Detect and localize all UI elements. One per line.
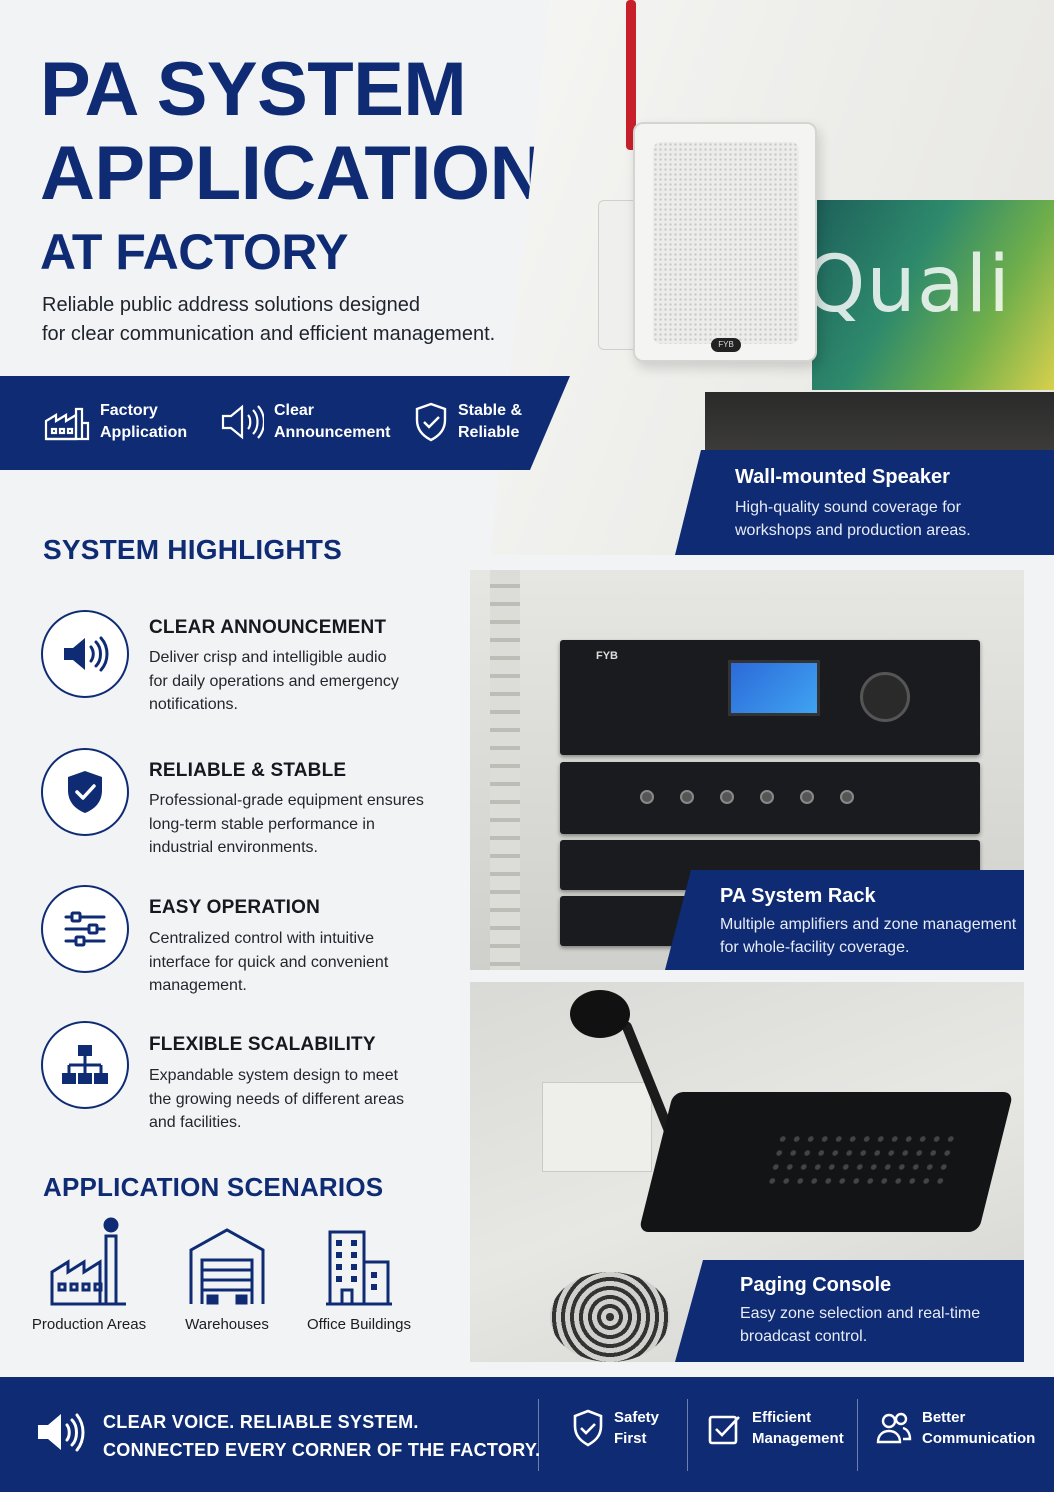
- feature-line2: Application: [100, 424, 188, 441]
- highlight-title: RELIABLE & STABLE: [149, 760, 347, 781]
- speaker-icon: [64, 636, 109, 672]
- footer-slogan: CLEAR VOICE. RELIABLE SYSTEM.CONNECTED E…: [103, 1412, 541, 1460]
- shield-check-icon: [68, 771, 102, 813]
- rack-caption: PA System Rack Multiple amplifiers and z…: [665, 870, 1024, 970]
- divider: [687, 1399, 688, 1471]
- highlight-title: FLEXIBLE SCALABILITY: [149, 1034, 376, 1055]
- rack-unit-main: FYB: [560, 640, 980, 755]
- feature-line1: Clear: [274, 402, 315, 419]
- speaker-icon: [38, 1413, 85, 1452]
- wall-speaker: FYB: [633, 122, 817, 362]
- warehouse-icon: [189, 1228, 265, 1305]
- checkbox-icon: [708, 1415, 740, 1445]
- divider: [857, 1399, 858, 1471]
- highlight-icon-circle: [41, 748, 129, 836]
- feature-line2: Announcement: [274, 424, 391, 441]
- divider: [538, 1399, 539, 1471]
- rack-brand: FYB: [596, 650, 618, 662]
- shield-check-icon: [573, 1409, 603, 1447]
- scenario-office: Office Buildings: [300, 1216, 418, 1333]
- red-cable: [626, 0, 636, 150]
- rack-frame: [490, 570, 520, 970]
- feature-line2: Reliable: [458, 424, 520, 441]
- subtitle: Reliable public address solutions design…: [42, 291, 562, 349]
- highlight-icon-circle: [41, 885, 129, 973]
- volume-knob: [860, 672, 910, 722]
- users-icon: [876, 1412, 912, 1444]
- scenario-production: Production Areas: [28, 1216, 150, 1333]
- highlight-title: CLEAR ANNOUNCEMENT: [149, 617, 387, 638]
- title-line-3: AT FACTORY: [40, 224, 348, 280]
- feature-band: [0, 376, 570, 470]
- highlight-icon-circle: [41, 610, 129, 698]
- shield-check-icon: [415, 402, 447, 442]
- factory-icon: [44, 407, 90, 441]
- footer: CLEAR VOICE. RELIABLE SYSTEM.CONNECTED E…: [0, 1377, 1054, 1492]
- subtitle-line-2: for clear communication and efficient ma…: [42, 323, 496, 345]
- title-line-2: APPLICATION: [40, 131, 544, 216]
- wall-sign: Quali: [804, 200, 1054, 390]
- speaker-grill: [653, 142, 799, 344]
- scenario-label: Office Buildings: [307, 1316, 411, 1333]
- scenarios-heading: APPLICATION SCENARIOS: [43, 1172, 384, 1202]
- scenario-warehouses: Warehouses: [172, 1216, 282, 1333]
- console-keys: [762, 1132, 958, 1192]
- highlight-icon-circle: [41, 1021, 129, 1109]
- title-line-1: PA SYSTEM: [40, 47, 467, 132]
- console-caption: Paging Console Easy zone selection and r…: [675, 1260, 1024, 1362]
- sign-text: Quali: [804, 240, 1011, 330]
- speaker-icon: [221, 404, 264, 440]
- speaker-badge: FYB: [711, 338, 741, 352]
- floor-vent: [550, 1272, 670, 1362]
- factory-icon: [50, 1217, 126, 1306]
- highlight-title: EASY OPERATION: [149, 897, 321, 918]
- highlights-heading: SYSTEM HIGHLIGHTS: [43, 534, 342, 565]
- rack-amplifier: [560, 762, 980, 834]
- subtitle-line-1: Reliable public address solutions design…: [42, 294, 421, 316]
- wall-outlet: [542, 1082, 652, 1172]
- wall-speaker-caption: Wall-mounted Speaker High-quality sound …: [675, 450, 1054, 555]
- office-building-icon: [326, 1230, 392, 1306]
- rack-display: [728, 660, 820, 716]
- scenario-label: Production Areas: [31, 1316, 147, 1333]
- caption-title: Wall-mounted Speaker: [735, 466, 950, 488]
- caption-title: PA System Rack: [720, 885, 876, 907]
- feature-line1: Factory: [100, 402, 158, 419]
- microphone: [570, 990, 630, 1038]
- feature-line1: Stable &: [458, 402, 523, 419]
- page-title: PA SYSTEM APPLICATION AT FACTORY: [40, 48, 544, 286]
- sliders-icon: [64, 911, 106, 947]
- network-icon: [62, 1045, 108, 1084]
- feature-stable: Stable & Reliable: [414, 400, 588, 444]
- scenario-label: Warehouses: [185, 1316, 269, 1333]
- caption-title: Paging Console: [740, 1274, 892, 1296]
